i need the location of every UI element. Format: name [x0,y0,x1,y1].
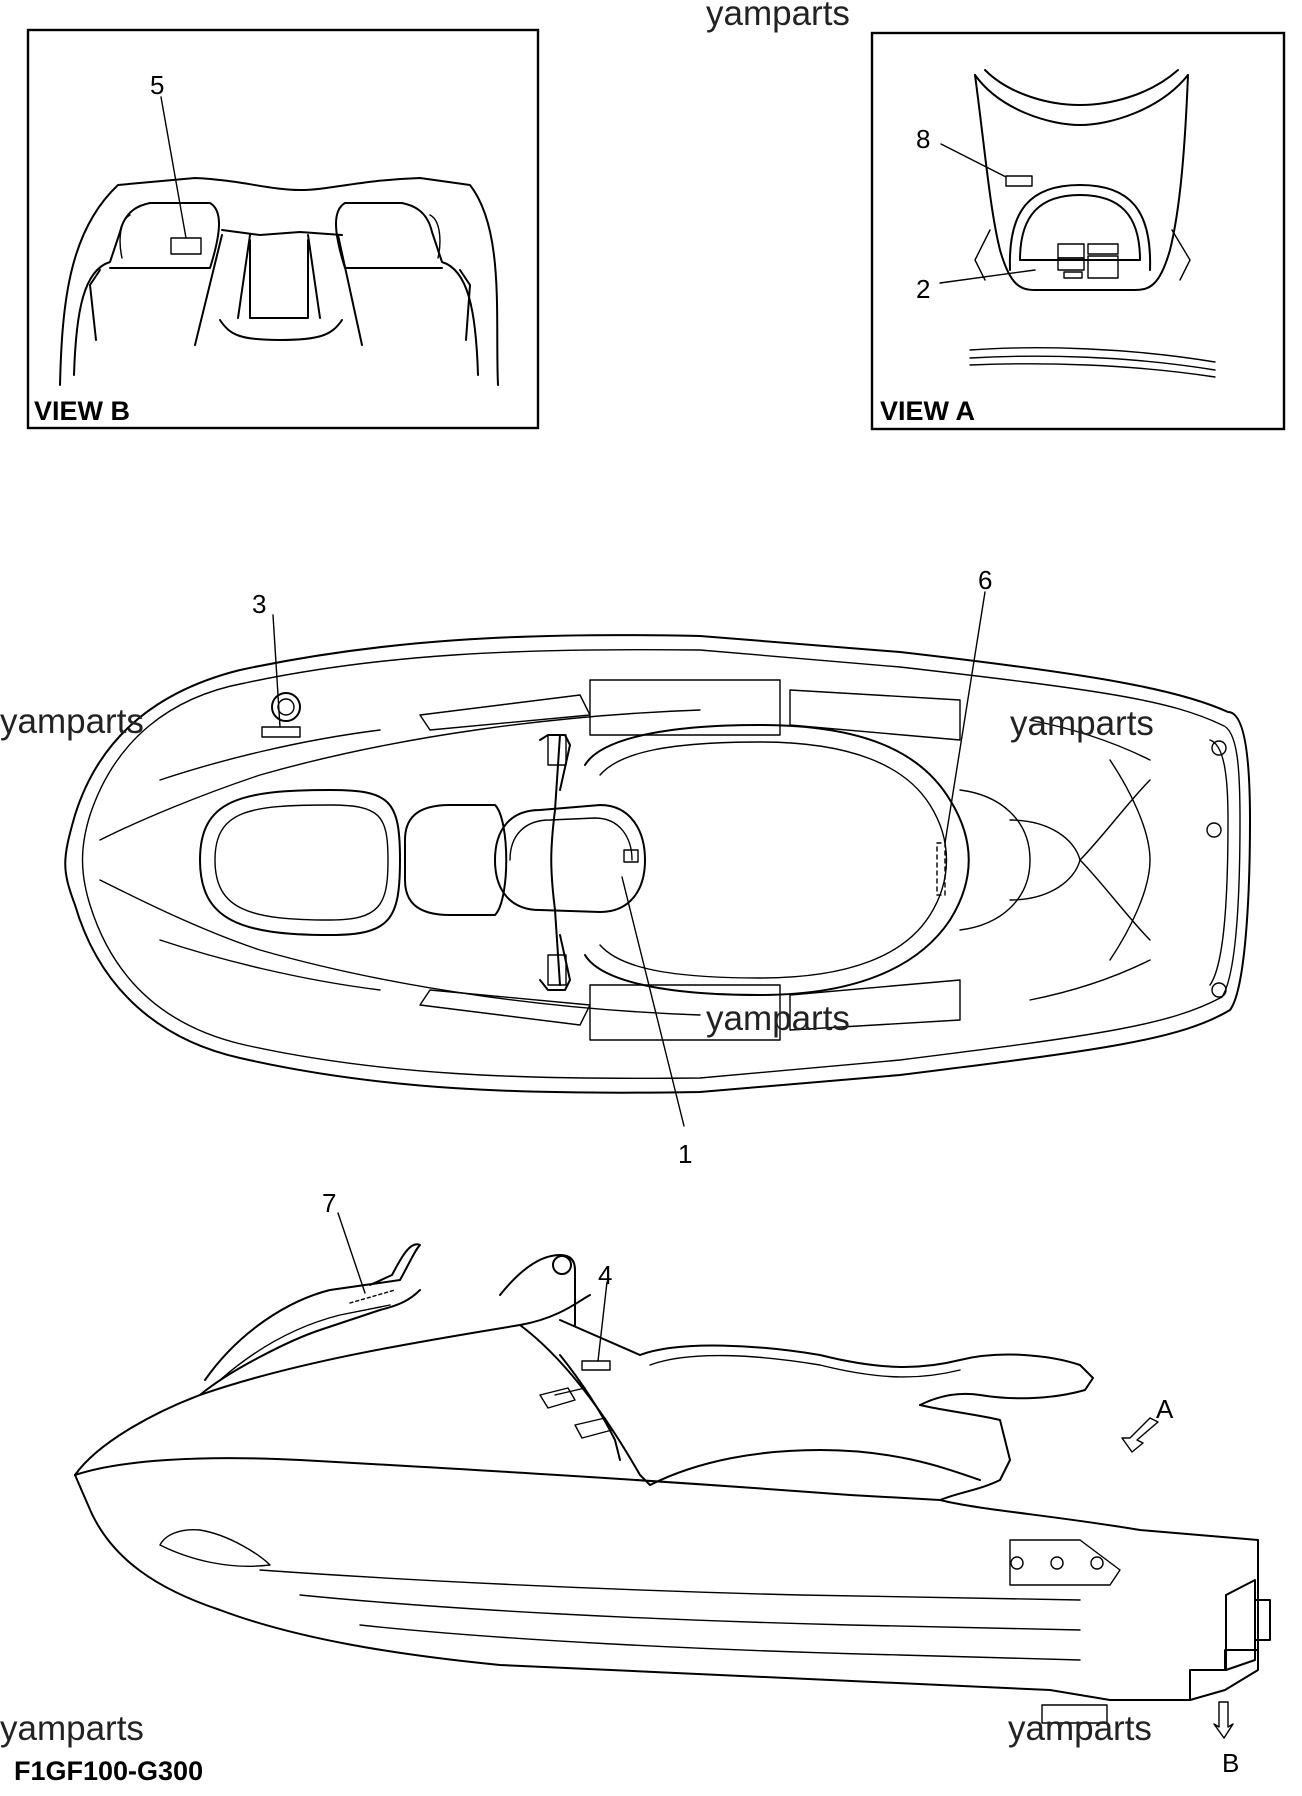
watermark: yamparts [1008,1709,1152,1748]
view-b-inset: 5 VIEW B [26,28,540,430]
watermark: yamparts [0,1709,144,1748]
watermark: yamparts [706,0,850,33]
top-view-craft: 3 6 1 [64,565,1251,1169]
watermark: yamparts [1010,704,1154,743]
callout-1: 1 [678,1139,692,1169]
watermark: yamparts [0,702,144,741]
callout-2: 2 [916,274,930,304]
arrow-b-label: B [1222,1748,1239,1778]
callout-6: 6 [978,565,992,595]
callout-8: 8 [916,124,930,154]
view-a-caption: VIEW A [880,396,975,426]
view-b-caption: VIEW B [34,396,130,426]
view-a-inset: 8 2 VIEW A [870,31,1286,431]
callout-3: 3 [252,589,266,619]
callout-7: 7 [322,1188,336,1218]
arrow-a-label: A [1156,1394,1174,1424]
callout-5: 5 [150,70,164,100]
side-view-craft: 7 4 A B [74,1188,1271,1778]
diagram-code: F1GF100-G300 [14,1756,203,1786]
callout-4: 4 [598,1260,612,1290]
watermark: yamparts [706,999,850,1038]
